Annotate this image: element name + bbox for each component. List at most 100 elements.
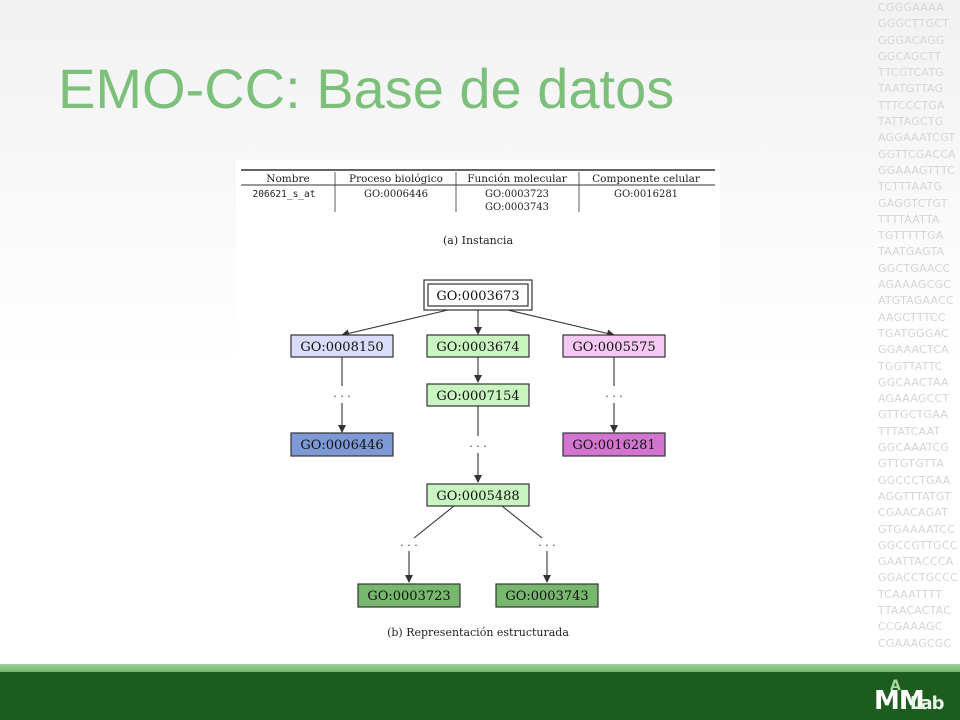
dna-sequence-line: GGCCCTGAA — [878, 473, 951, 487]
dna-sequence-line: TGATGGGAC — [878, 326, 950, 340]
node-mol-top-box — [426, 334, 530, 358]
ellipsis-left: · · · — [400, 539, 417, 552]
dna-sequence-line: CGAAAGCGC — [878, 636, 952, 650]
node-mol-leaf-1-label: GO:0003723 — [367, 589, 450, 604]
dna-sequence-line: GGAAACTCA — [878, 343, 949, 357]
dna-sequence-line: CCGAAAGC — [878, 620, 943, 634]
slide-title: EMO-CC: Base de datos — [58, 57, 675, 120]
dna-sequence-line: TTTCCCTGA — [878, 98, 945, 112]
node-mol-top: GO:0003674 — [426, 334, 530, 358]
node-mol-second-label: GO:0007154 — [436, 389, 519, 404]
dna-sequence-line: TATTAGCTG — [878, 115, 944, 129]
node-mol-mid-label: GO:0005488 — [436, 489, 519, 504]
node-bio-leaf-box — [290, 432, 394, 457]
dna-sequence-line: TTCGTCATG — [878, 66, 944, 80]
dna-sequence-line: GGGACAGG — [878, 33, 945, 47]
table-cell-funcion-1: GO:0003723 — [485, 189, 549, 200]
node-cell-top-label: GO:0005575 — [572, 340, 655, 355]
edge-root-bio — [341, 309, 449, 338]
edge-mid-left-upper — [413, 505, 455, 539]
node-root-inner — [427, 283, 529, 307]
dna-sequence-decoration: CGGGAAAA GGGCTTGCT GGGACAGG GGCAGCTT TTCGTCA… — [878, 0, 960, 672]
graph-ellipses: · · · · · · · · · · · · · · · — [333, 390, 622, 552]
node-bio-leaf-label: GO:0006446 — [300, 438, 383, 453]
dna-sequence-line: GGCCGTTGCC — [878, 538, 958, 552]
node-mol-leaf-2: GO:0003743 — [495, 583, 599, 608]
dna-sequence-line: AAGCTTTCC — [878, 310, 946, 324]
node-cell-top-box — [562, 334, 666, 358]
dna-sequence-line: GGGCTTGCT — [878, 17, 950, 31]
logo-a-mark: A — [890, 678, 901, 694]
table-header-nombre: Nombre — [266, 173, 309, 185]
node-mol-leaf-2-box — [495, 583, 599, 608]
dna-sequence-line: AGGAAATCGT — [878, 131, 956, 145]
dna-sequence-line: TGTTTTTGA — [878, 229, 944, 243]
node-bio-top-box — [290, 334, 394, 358]
logo-mm-text: MM — [874, 686, 925, 716]
node-mol-top-label: GO:0003674 — [436, 340, 519, 355]
dna-sequence-line: GGCAAATCG — [878, 441, 950, 455]
dna-sequence-line: CGAACAGAT — [878, 506, 949, 520]
node-mol-mid: GO:0005488 — [426, 483, 530, 507]
edge-mid-right-upper — [501, 505, 543, 539]
dna-sequence-line: TTAACACTAC — [878, 603, 952, 617]
table-header-funcion: Función molecular — [467, 173, 568, 185]
logo-lab-text: Lab — [910, 693, 945, 714]
footer-accent-line — [0, 664, 960, 672]
node-mol-leaf-1-box — [357, 583, 461, 608]
dna-sequence-line: GGCTGAACC — [878, 261, 951, 275]
dna-sequence-line: TAATGTTAG — [878, 82, 944, 96]
dna-sequence-line: TCTTTAATG — [878, 180, 943, 194]
dna-sequence-line: GGAAAGTTTC — [878, 163, 955, 177]
dna-sequence-line: TTTATCAAT — [878, 424, 941, 438]
figure-panel: Nombre Proceso biológico Función molecul… — [236, 160, 720, 642]
node-cell-top: GO:0005575 — [562, 334, 666, 358]
dna-sequence-line: GTGAAAATCC — [878, 522, 955, 536]
dna-sequence-line: GAATTACCCA — [878, 555, 954, 569]
table-header-componente: Componente celular — [592, 173, 701, 185]
footer-bar — [0, 672, 960, 720]
dna-sequence-line: GTTGCTGAA — [878, 408, 948, 422]
ellipsis-bio: · · · — [333, 390, 350, 403]
dna-sequence-line: AGAAAGCGC — [878, 278, 952, 292]
mmlab-logo: A MM Lab — [872, 678, 952, 718]
table-header-proceso: Proceso biológico — [349, 173, 443, 185]
node-cell-leaf-box — [562, 432, 666, 457]
ellipsis-mol: · · · — [469, 440, 486, 453]
dna-sequence-line: GTTGTGTTA — [878, 457, 945, 471]
graph-edges — [338, 309, 618, 583]
dna-sequence-line: TAATGAGTA — [878, 245, 945, 259]
dna-sequence-line: TCAAATTTT — [878, 587, 943, 601]
table-cell-funcion-2: GO:0003743 — [485, 202, 549, 213]
node-bio-leaf: GO:0006446 — [290, 432, 394, 457]
dna-sequence-line: CGGGAAAA — [878, 1, 944, 14]
node-root: GO:0003673 — [423, 279, 533, 311]
dna-sequence-line: AGAAAGCCT — [878, 392, 950, 406]
node-mol-mid-box — [426, 483, 530, 507]
table-cell-nombre: 206621_s_at — [253, 189, 316, 200]
go-figure: Nombre Proceso biológico Función molecul… — [241, 169, 715, 639]
node-root-label: GO:0003673 — [436, 289, 519, 304]
table-caption: (a) Instancia — [443, 234, 513, 247]
dna-sequence-line: TTTTAATTA — [878, 212, 940, 226]
table-cell-proceso: GO:0006446 — [364, 189, 428, 200]
dna-sequence-line: TGGTTATTC — [878, 359, 943, 373]
ellipsis-right: · · · — [538, 539, 555, 552]
graph-caption: (b) Representación estructurada — [387, 626, 569, 639]
table-cell-componente: GO:0016281 — [614, 189, 678, 200]
dna-sequence-line: GGCAGCTT — [878, 49, 942, 63]
node-cell-leaf: GO:0016281 — [562, 432, 666, 457]
dna-sequence-line: GGTTCGACCA — [878, 147, 956, 161]
node-mol-leaf-1: GO:0003723 — [357, 583, 461, 608]
dna-sequence-line: GAGGTCTGT — [878, 196, 948, 210]
node-mol-second: GO:0007154 — [426, 383, 530, 407]
node-mol-second-box — [426, 383, 530, 407]
ellipsis-cell: · · · — [605, 390, 622, 403]
dna-sequence-line: AGGTTTATGT — [878, 489, 952, 503]
node-bio-top: GO:0008150 — [290, 334, 394, 358]
dna-sequence-line: ATGTAGAACC — [878, 294, 954, 308]
dna-sequence-line: GGCAACTAA — [878, 375, 949, 389]
node-mol-leaf-2-label: GO:0003743 — [505, 589, 588, 604]
node-bio-top-label: GO:0008150 — [300, 340, 383, 355]
instance-table: Nombre Proceso biológico Función molecul… — [241, 169, 715, 247]
